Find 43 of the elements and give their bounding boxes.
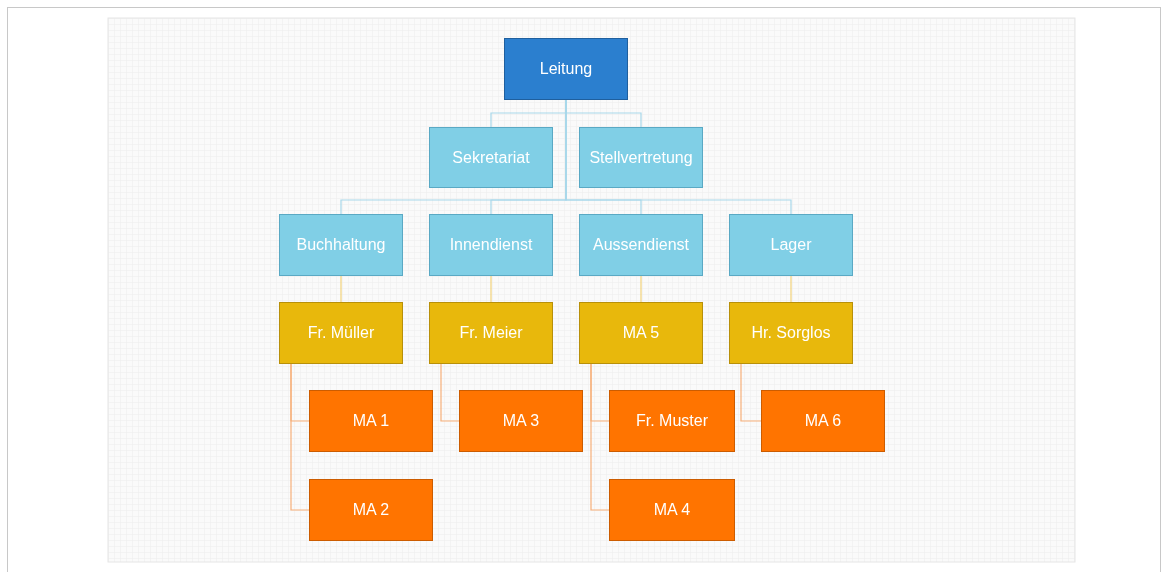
box-label: Fr. Muster bbox=[636, 411, 708, 431]
box-label: MA 6 bbox=[804, 411, 842, 431]
employee-box bbox=[309, 479, 433, 541]
employee-box bbox=[609, 390, 735, 452]
connector-line bbox=[790, 275, 792, 303]
department-box bbox=[729, 214, 853, 276]
connector-line bbox=[440, 363, 460, 422]
department-box bbox=[429, 127, 553, 188]
box-label: Lager bbox=[770, 235, 812, 255]
employee-box bbox=[609, 479, 735, 541]
team-lead-box bbox=[279, 302, 403, 364]
box-label: MA 2 bbox=[352, 500, 390, 520]
connector-line bbox=[490, 275, 492, 303]
connector-line bbox=[640, 275, 642, 303]
team-lead-box bbox=[579, 302, 703, 364]
employee-box bbox=[459, 390, 583, 452]
department-box bbox=[579, 214, 703, 276]
connector-line bbox=[590, 363, 610, 511]
box-label: MA 3 bbox=[502, 411, 540, 431]
box-label: Buchhaltung bbox=[296, 235, 386, 255]
box-label: Fr. Meier bbox=[459, 323, 523, 343]
box-label: MA 5 bbox=[622, 323, 660, 343]
box-label: Innendienst bbox=[449, 235, 533, 255]
box-label: Sekretariat bbox=[452, 147, 530, 168]
department-box bbox=[579, 127, 703, 188]
employee-box bbox=[309, 390, 433, 452]
team-lead-box bbox=[729, 302, 853, 364]
box-label: Fr. Müller bbox=[307, 323, 375, 343]
box-label: Leitung bbox=[539, 59, 593, 79]
leader-box bbox=[504, 38, 628, 100]
box-label: Aussendienst bbox=[592, 235, 690, 255]
department-box bbox=[429, 214, 553, 276]
box-label: MA 1 bbox=[352, 411, 390, 431]
connector-line bbox=[340, 275, 342, 303]
employee-box bbox=[761, 390, 885, 452]
connector-line bbox=[565, 99, 792, 215]
department-box bbox=[279, 214, 403, 276]
box-label: MA 4 bbox=[653, 500, 691, 520]
box-label: Stellvertretung bbox=[589, 147, 693, 168]
connector-line bbox=[740, 363, 762, 422]
box-label: Hr. Sorglos bbox=[751, 323, 831, 343]
connector-line bbox=[290, 363, 310, 511]
team-lead-box bbox=[429, 302, 553, 364]
